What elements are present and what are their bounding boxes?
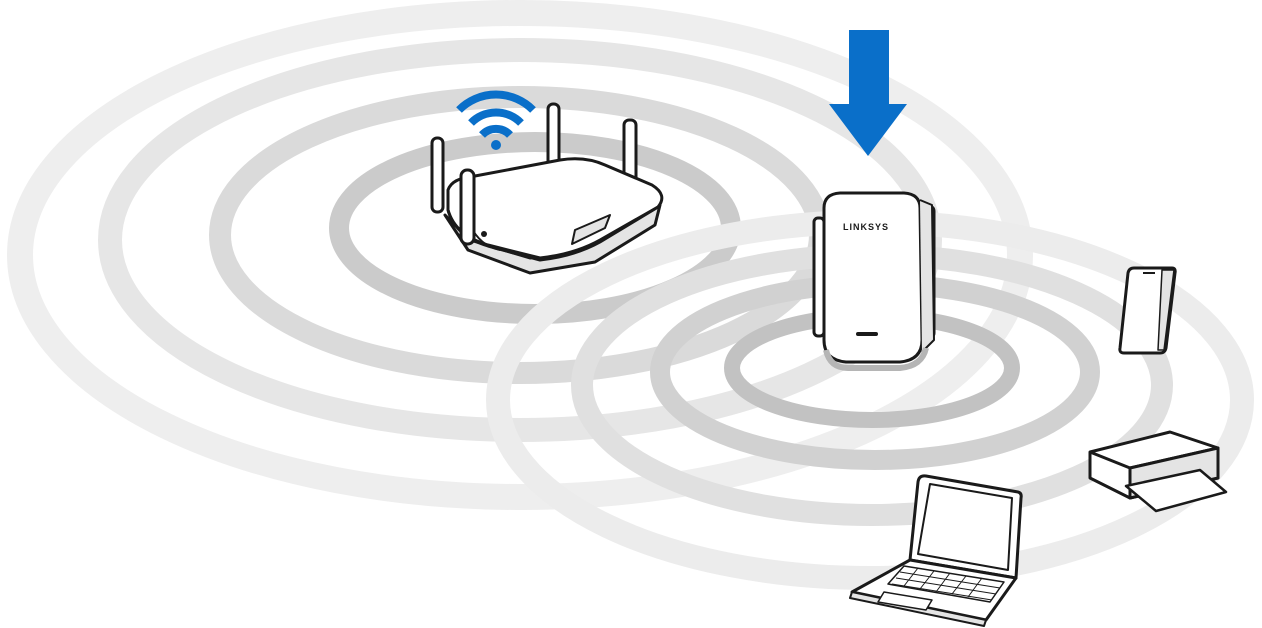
range-extender-icon [812,191,936,371]
extender-status-light [856,332,878,336]
extender-brand-label: LINKSYS [843,222,889,232]
router-icon [430,102,664,275]
wifi-signal-icon [456,90,536,150]
laptop-icon [849,474,1023,627]
router-antenna-back-left [430,136,445,214]
smartphone-icon [1118,266,1177,355]
router-ring-1 [7,0,1033,510]
printer-icon [1088,430,1228,513]
down-arrow-icon [829,30,907,156]
router-antenna-front-left [459,168,476,246]
